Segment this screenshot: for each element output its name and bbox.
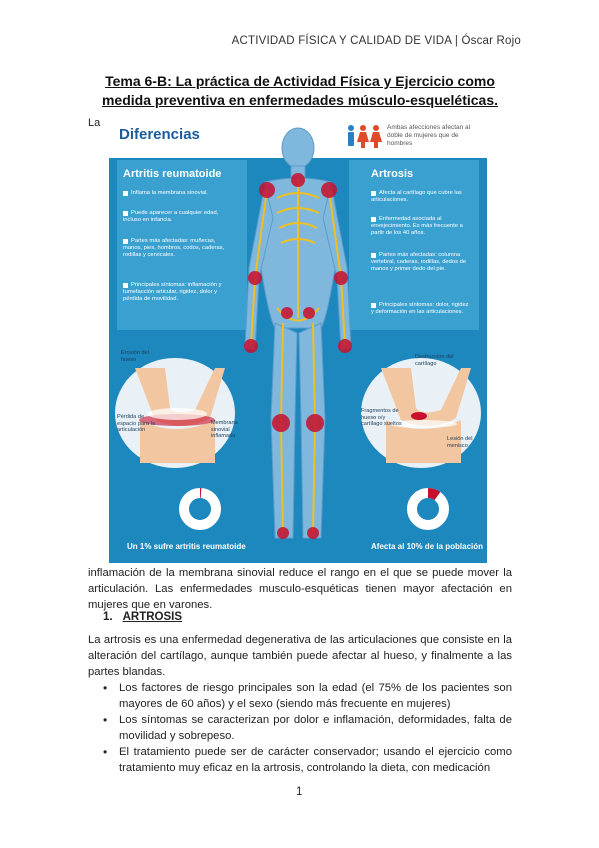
right-item: Partes más afectadas: columna vertebral,… <box>371 252 467 272</box>
knee-arthrosis-illustration <box>361 358 481 468</box>
label-bone-erosion: Erosión del hueso <box>121 350 149 363</box>
section-heading: 1. ARTROSIS <box>103 611 182 623</box>
square-bullet-icon <box>123 239 128 244</box>
figure-title: Diferencias <box>119 126 200 143</box>
right-item: Enfermedad asociada al envejecimiento. E… <box>371 216 463 236</box>
human-skeleton-illustration <box>244 127 352 539</box>
square-bullet-icon <box>371 303 376 308</box>
left-item: Partes más afectadas: muñecas, manos, pi… <box>123 238 225 258</box>
label-synovial-membrane: Membrana sinovial inflamada <box>211 420 238 439</box>
paragraph-2: La artrosis es una enfermedad degenerati… <box>88 634 512 678</box>
right-stat-donut <box>407 488 449 530</box>
section-title: ARTROSIS <box>122 611 183 623</box>
people-icon <box>348 125 382 148</box>
square-bullet-icon <box>371 253 376 258</box>
running-header: ACTIVIDAD FÍSICA Y CALIDAD DE VIDA | Ósc… <box>231 35 521 47</box>
left-item: Principales síntomas: inflamación y tume… <box>123 282 222 302</box>
right-item: Principales síntomas: dolor, rigidez y d… <box>371 302 469 315</box>
label-joint-space: Pérdida de espacio para la articulación <box>117 414 155 433</box>
paragraph-1: inflamación de la membrana sinovial redu… <box>88 567 512 611</box>
right-donut-slice <box>407 488 449 530</box>
page-title: Tema 6-B: La práctica de Actividad Físic… <box>88 72 512 110</box>
knee-arthritis-illustration <box>115 358 235 468</box>
square-bullet-icon <box>123 211 128 216</box>
left-item: Inflama la membrana sinovial. <box>123 190 233 197</box>
title-line-1: Tema 6-B: La práctica de Actividad Físic… <box>105 73 495 89</box>
left-panel-bg <box>117 160 247 330</box>
right-panel-title: Artrosis <box>371 168 414 180</box>
list-item: Los síntomas se caracterizan por dolor e… <box>88 712 512 744</box>
intro-word: La <box>88 117 101 129</box>
left-stat-donut <box>179 488 221 530</box>
left-stat-label: Un 1% sufre artritis reumatoide <box>127 542 246 551</box>
title-line-2: medida preventiva en enfermedades múscul… <box>101 92 499 108</box>
knee-joint-icon <box>135 368 225 463</box>
infographic-figure: Diferencias Ambas afecciones afectan al … <box>109 118 487 563</box>
label-cartilage: Destrucción del cartílago <box>415 354 454 367</box>
bullet-list: Los factores de riesgo principales son l… <box>88 680 512 776</box>
right-panel-bg <box>349 160 479 330</box>
left-donut-slice <box>179 488 221 530</box>
right-stat-label: Afecta al 10% de la población <box>371 542 484 551</box>
left-panel-title: Artritis reumatoide <box>123 168 222 180</box>
section-number: 1. <box>103 611 113 623</box>
page-number: 1 <box>296 786 303 798</box>
label-meniscus: Lesión del menisco <box>447 436 473 449</box>
left-item: Puede aparecer a cualquier edad, incluso… <box>123 210 219 223</box>
square-bullet-icon <box>371 191 376 196</box>
knee-joint-icon <box>381 368 471 463</box>
label-fragments: Fragmentos de hueso o/y cartílago suelto… <box>361 408 402 427</box>
square-bullet-icon <box>123 191 128 196</box>
square-bullet-icon <box>123 283 128 288</box>
right-item: Afecta al cartílago que cubre las articu… <box>371 190 462 203</box>
list-item: El tratamiento puede ser de carácter con… <box>88 744 512 776</box>
women-note: Ambas afecciones afectan al doble de muj… <box>387 124 471 147</box>
square-bullet-icon <box>371 217 376 222</box>
list-item: Los factores de riesgo principales son l… <box>88 680 512 712</box>
